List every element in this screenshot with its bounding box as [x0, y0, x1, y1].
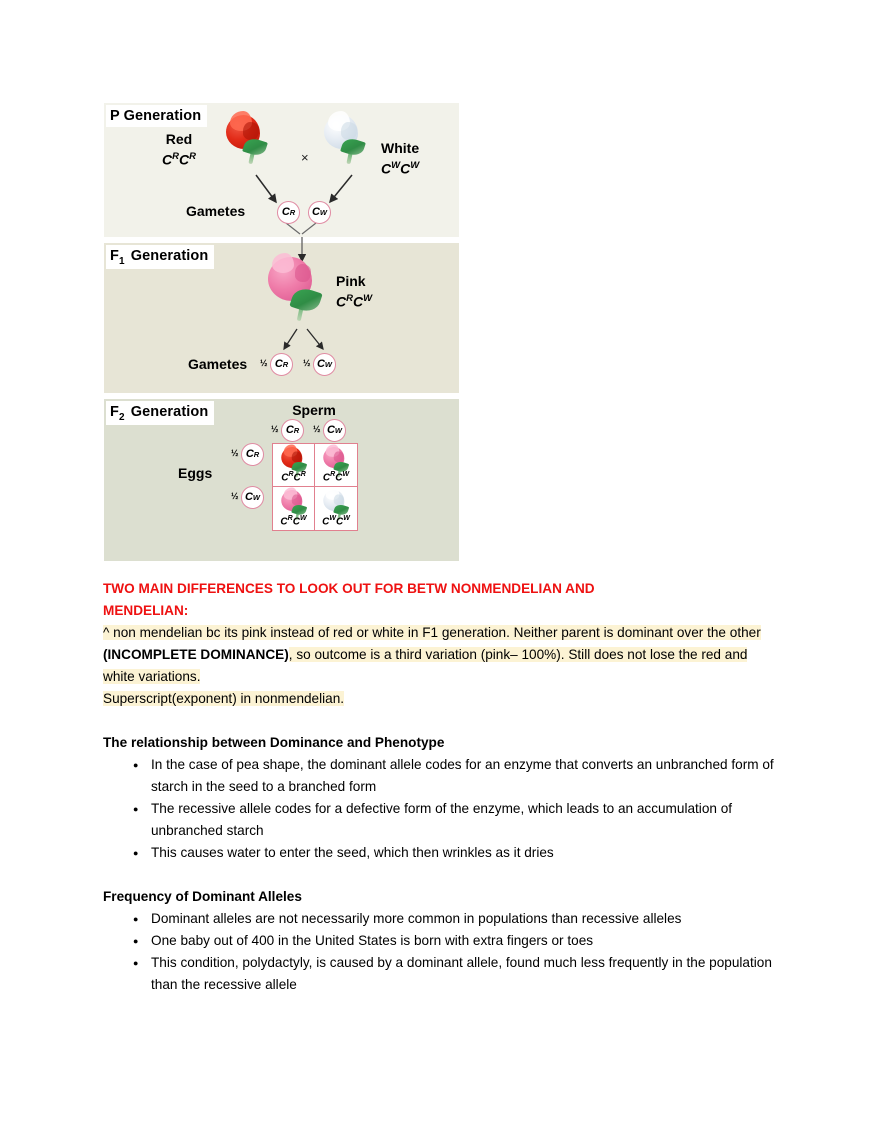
punnett-cell-rw-bottom: CRCW: [273, 487, 315, 530]
sperm-label: Sperm: [292, 402, 336, 418]
punnett-cell-ww-genotype: CWCW: [322, 514, 350, 527]
pink-rose-image: [266, 253, 323, 329]
p-generation-panel: P Generation Red CRCR: [104, 103, 459, 237]
punnett-cell-rw-top-genotype: CRCW: [322, 470, 350, 483]
cross-symbol: ×: [301, 150, 309, 165]
punnett-pink-rose-icon-1: [322, 444, 350, 478]
paragraph-line-4: Superscript(exponent) in nonmendelian.: [103, 691, 345, 706]
punnett-cell-rw-top: CRCW: [315, 444, 357, 487]
punnett-pink-rose-icon-2: [280, 487, 308, 521]
pink-offspring-genotype: CRCW: [336, 293, 373, 310]
paragraph-bold-term: (INCOMPLETE DOMINANCE): [103, 647, 289, 662]
red-heading: TWO MAIN DIFFERENCES TO LOOK OUT FOR BET…: [103, 578, 778, 622]
f1-gametes-label: Gametes: [188, 356, 248, 372]
red-parent-label: Red CRCR: [162, 131, 196, 168]
list-item: The recessive allele codes for a defecti…: [133, 798, 778, 842]
list-item: Dominant alleles are not necessarily mor…: [133, 908, 778, 930]
pink-rose-bloom: [268, 253, 312, 301]
f2-label-rest: Generation: [126, 404, 209, 420]
f1-label-rest: Generation: [126, 248, 209, 264]
highlighted-paragraph: ^ non mendelian bc its pink instead of r…: [103, 622, 778, 710]
list-item: One baby out of 400 in the United States…: [133, 930, 778, 952]
notes-body: TWO MAIN DIFFERENCES TO LOOK OUT FOR BET…: [103, 578, 778, 996]
white-parent-name: White: [381, 140, 420, 156]
pink-offspring-label: Pink CRCW: [336, 273, 372, 310]
punnett-white-rose-icon: [322, 487, 350, 521]
egg-cr-fraction: ½: [231, 448, 239, 458]
red-parent-genotype: CRCR: [162, 151, 196, 168]
f2-generation-label: F2 Generation: [106, 401, 215, 425]
f1-generation-label: F1 Generation: [106, 245, 215, 269]
f1-gamete-cr-fraction: ½: [260, 358, 268, 368]
f1-gamete-cw-fraction: ½: [303, 358, 311, 368]
punnett-red-rose-icon: [280, 444, 308, 478]
p-gametes-label: Gametes: [186, 203, 246, 219]
red-parent-name: Red: [165, 131, 193, 147]
white-rose-image: [322, 111, 366, 171]
eggs-label: Eggs: [178, 465, 213, 481]
red-rose-image: [224, 111, 268, 171]
paragraph-part-1: ^ non mendelian bc its pink instead of r…: [103, 625, 761, 640]
punnett-cell-rr-genotype: CRCR: [281, 470, 306, 483]
list-item: This condition, polydactyly, is caused b…: [133, 952, 778, 996]
f1-label-base: F: [110, 248, 119, 264]
f2-label-subscript: 2: [118, 412, 125, 423]
p-generation-label-text: P Generation: [110, 108, 202, 124]
sperm-cw-fraction: ½: [313, 424, 321, 434]
punnett-cell-rr: CRCR: [273, 444, 315, 487]
f2-label-base: F: [110, 404, 119, 420]
egg-cw-fraction: ½: [231, 491, 239, 501]
list-item: This causes water to enter the seed, whi…: [133, 842, 778, 864]
f1-generation-panel: F1 Generation Pink CRCW G: [104, 237, 459, 393]
section-1-bullet-list: In the case of pea shape, the dominant a…: [103, 754, 778, 864]
white-parent-label: White CWCW: [381, 140, 419, 177]
pink-offspring-name: Pink: [336, 273, 366, 289]
list-item: In the case of pea shape, the dominant a…: [133, 754, 778, 798]
red-heading-line-1: TWO MAIN DIFFERENCES TO LOOK OUT FOR BET…: [103, 581, 595, 596]
red-rose-bloom: [226, 111, 260, 149]
punnett-cell-ww: CWCW: [315, 487, 357, 530]
section-2-heading: Frequency of Dominant Alleles: [103, 889, 302, 904]
section-1-heading: The relationship between Dominance and P…: [103, 735, 445, 750]
section-2-bullet-list: Dominant alleles are not necessarily mor…: [103, 908, 778, 996]
red-heading-line-2: MENDELIAN:: [103, 603, 189, 618]
p-generation-label: P Generation: [106, 105, 208, 127]
sperm-cr-fraction: ½: [271, 424, 279, 434]
f1-label-subscript: 1: [118, 256, 125, 267]
incomplete-dominance-figure: P Generation Red CRCR: [104, 103, 459, 561]
punnett-cell-rw-bottom-genotype: CRCW: [280, 514, 307, 527]
punnett-square: CRCR CRCW CRCW: [272, 443, 358, 531]
white-parent-genotype: CWCW: [381, 160, 420, 177]
